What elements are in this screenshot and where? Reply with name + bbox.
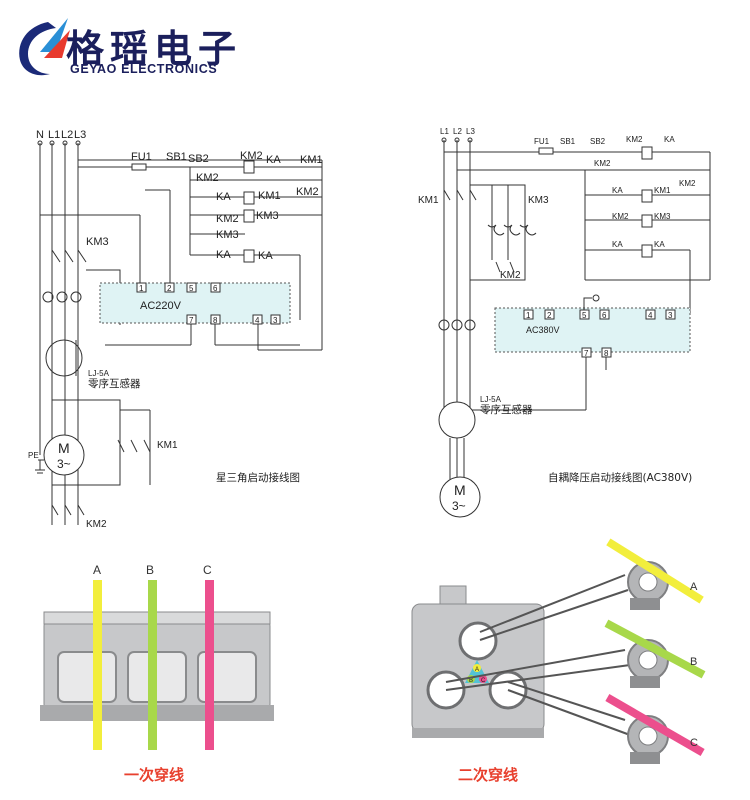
left-sensor-model: LJ-5A [88, 369, 110, 378]
ka-coil-label: KA [258, 250, 273, 262]
ct-c-label: C [690, 737, 698, 749]
right-motor-sub: 3~ [452, 499, 466, 513]
badge-c: C [481, 678, 486, 684]
r-terminal-6: 6 [602, 311, 607, 320]
terminal-5: 5 [189, 284, 194, 293]
r-terminal-7: 7 [584, 349, 589, 358]
r-ka-coil-label: KA [654, 240, 665, 249]
km3-main-label: KM3 [86, 236, 109, 248]
r-terminal-8: 8 [604, 349, 609, 358]
terminal-1: 1 [139, 284, 144, 293]
secondary-threading-caption: 二次穿线 [458, 766, 518, 784]
wire-a-secondary [606, 538, 704, 604]
ct-b-label: B [690, 656, 697, 668]
wire-b-secondary [604, 619, 706, 679]
km2-contact-label: KM2 [296, 186, 319, 198]
r-km1-coil-label: KM1 [654, 186, 671, 195]
r-sb2-label: SB2 [590, 137, 606, 146]
r-km2-main-label: KM2 [500, 270, 521, 281]
r-fu1-label: FU1 [534, 137, 550, 146]
phase-label-l2: L2 [61, 129, 73, 141]
wire-a-label: A [93, 563, 101, 577]
wire-a-primary [93, 580, 102, 750]
left-sensor-desc: 零序互感器 [88, 377, 141, 390]
r-phase-l1: L1 [440, 127, 449, 136]
ct-a-label: A [690, 581, 698, 593]
phase-label-n: N [36, 129, 44, 141]
terminal-3: 3 [273, 316, 278, 325]
brand-swoosh-icon [19, 18, 70, 76]
terminal-2: 2 [167, 284, 172, 293]
km3-aux-label: KM3 [216, 229, 239, 241]
r-km2-aux2-label: KM2 [612, 212, 629, 221]
badge-a: A [475, 667, 479, 673]
left-motor-label: M [58, 440, 70, 456]
wire-b-label: B [146, 563, 154, 577]
r-phase-l2: L2 [453, 127, 462, 136]
r-km1-main-label: KM1 [418, 195, 439, 206]
secondary-threading-illustration: A B C A B C [411, 538, 706, 764]
primary-threading-illustration: A B C [40, 563, 274, 750]
r-ka-aux-label: KA [612, 186, 623, 195]
ka-aux2-label: KA [216, 249, 231, 261]
r-km2-aux-label: KM2 [594, 159, 611, 168]
km1-contact-label: KM1 [300, 154, 323, 166]
r-terminal-3: 3 [668, 311, 673, 320]
wire-b-primary [148, 580, 157, 750]
pe-label: PE [28, 451, 39, 460]
km3-coil-label: KM3 [256, 210, 279, 222]
r-terminal-2: 2 [547, 311, 552, 320]
terminal-7: 7 [189, 316, 194, 325]
km2-coil-label: KM2 [240, 150, 263, 162]
km2-aux-label: KM2 [196, 172, 219, 184]
right-motor-label: M [454, 482, 466, 498]
wire-c-primary [205, 580, 214, 750]
ac380v-label: AC380V [526, 325, 560, 335]
r-terminal-1: 1 [526, 311, 531, 320]
km2-main-label: KM2 [86, 519, 107, 530]
ka-aux-label: KA [216, 191, 231, 203]
wire-c-label: C [203, 563, 212, 577]
km2-aux2-label: KM2 [216, 213, 239, 225]
ac220v-label: AC220V [140, 300, 182, 312]
terminal-8: 8 [213, 316, 218, 325]
terminal-6: 6 [213, 284, 218, 293]
left-diagram-caption: 星三角启动接线图 [216, 471, 300, 484]
ka-contact-label: KA [266, 154, 281, 166]
primary-threading-caption: 一次穿线 [124, 766, 184, 784]
km1-coil-label: KM1 [258, 190, 281, 202]
phase-label-l3: L3 [74, 129, 86, 141]
r-km3-main-label: KM3 [528, 195, 549, 206]
left-motor-sub: 3~ [57, 457, 71, 471]
r-km2-contact-label: KM2 [679, 179, 696, 188]
sb2-label: SB2 [188, 153, 209, 165]
wire-c-secondary [605, 694, 705, 756]
brand-english-name: GEYAO ELECTRONICS [70, 62, 218, 76]
right-diagram-caption: 自耦降压启动接线图(AC380V) [548, 471, 692, 484]
right-sensor-desc: 零序互感器 [480, 403, 533, 416]
r-km2-coil-label: KM2 [626, 135, 643, 144]
km1-main-label: KM1 [157, 440, 178, 451]
r-km3-coil-label: KM3 [654, 212, 671, 221]
r-ka-contact-label: KA [664, 135, 675, 144]
terminal-4: 4 [255, 316, 260, 325]
fu1-label: FU1 [131, 151, 152, 163]
badge-b: B [469, 678, 473, 684]
brand-logo [10, 8, 250, 88]
autotransformer-diagram: L1 L2 L3 FU1 SB1 SB2 KM2 KA KM2 KA KM1 K… [418, 127, 711, 518]
brand-chinese-name: 格瑶电子 [66, 27, 243, 71]
sb1-label: SB1 [166, 151, 187, 163]
r-terminal-5: 5 [582, 311, 587, 320]
star-delta-diagram: N L1 L2 L3 FU1 SB1 SB2 KM2 [28, 129, 323, 530]
r-sb1-label: SB1 [560, 137, 576, 146]
phase-label-l1: L1 [48, 129, 60, 141]
r-phase-l3: L3 [466, 127, 475, 136]
right-sensor-model: LJ-5A [480, 395, 502, 404]
r-terminal-4: 4 [648, 311, 653, 320]
r-ka-aux2-label: KA [612, 240, 623, 249]
